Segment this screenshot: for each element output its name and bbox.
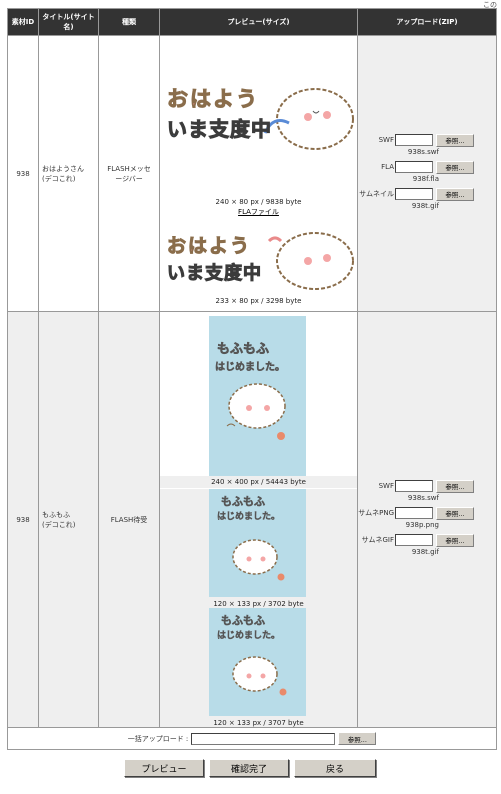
message-bar-image-2 bbox=[267, 231, 354, 290]
back-button[interactable]: 戻る bbox=[294, 759, 376, 777]
upload-filename: 938p.png bbox=[405, 521, 439, 529]
browse-button[interactable]: 参照... bbox=[436, 187, 474, 201]
header-preview: プレビュー(サイズ) bbox=[159, 8, 358, 36]
preview-1-caption: 240 × 80 px / 9838 byte bbox=[215, 197, 302, 206]
message-bar-image bbox=[263, 87, 354, 150]
upload-filename: 938s.swf bbox=[407, 148, 439, 156]
banner2-line-2: いま支度中 bbox=[167, 262, 262, 284]
preview-1-caption: 240 × 400 px / 54443 byte bbox=[211, 477, 306, 486]
wallpaper-thumb-2: もふもふ はじめました。 bbox=[209, 607, 306, 716]
upload-filename: 938s.swf bbox=[407, 494, 439, 502]
confirm-button[interactable]: 確認完了 bbox=[209, 759, 289, 777]
thumb-png-file-input[interactable] bbox=[395, 507, 433, 519]
preview-2-caption: 120 × 133 px / 3702 byte bbox=[213, 599, 304, 608]
browse-button[interactable]: 参照... bbox=[436, 506, 474, 520]
sheep-illustration bbox=[226, 382, 286, 440]
banner-preview-2: おはよう いま支度中 bbox=[165, 231, 355, 293]
material-type: FLASH待受 bbox=[98, 311, 160, 728]
wallpaper-thumb-1: もふもふ はじめました。 bbox=[209, 488, 306, 597]
header-title: タイトル(サイト名) bbox=[38, 8, 99, 36]
banner2-line-1: おはよう bbox=[166, 234, 252, 257]
preview-3-caption: 120 × 133 px / 3707 byte bbox=[213, 718, 304, 727]
preview-cell: おはよう いま支度中 240 × 80 px / 9838 byte FLAファ… bbox=[159, 35, 358, 312]
browse-button[interactable]: 参照... bbox=[436, 160, 474, 174]
material-id: 938 bbox=[7, 311, 39, 728]
header-id: 素材ID bbox=[7, 8, 39, 36]
bulk-upload-label: 一括アップロード : bbox=[127, 734, 189, 743]
upload-filename: 938t.gif bbox=[411, 202, 439, 210]
preview-2-caption: 233 × 80 px / 3298 byte bbox=[215, 296, 302, 305]
browse-button[interactable]: 参照... bbox=[436, 133, 474, 147]
bulk-upload-input[interactable] bbox=[191, 732, 336, 745]
sheep-illustration bbox=[232, 538, 285, 580]
upload-row-thumb: サムネイル 参照... bbox=[358, 187, 474, 201]
upload-filename: 938t.gif bbox=[411, 548, 439, 556]
banner-line-1: おはよう bbox=[167, 86, 259, 111]
thumbnail-file-input[interactable] bbox=[395, 188, 433, 200]
upload-row-png: サムネPNG 参照... bbox=[358, 506, 474, 520]
upload-row-swf: SWF 参照... bbox=[358, 133, 474, 147]
table-header-row: 素材ID タイトル(サイト名) 種類 プレビュー(サイズ) アップロード(ZIP… bbox=[7, 8, 497, 36]
material-title: もふもふ (デコこれ) bbox=[38, 311, 99, 728]
bulk-browse-button[interactable]: 参照... bbox=[338, 732, 377, 745]
upload-row-gif: サムネGIF 参照... bbox=[358, 533, 474, 547]
sheep-illustration bbox=[232, 655, 287, 695]
preview-cell: もふもふ はじめました。 240 × 400 px / 54443 byte bbox=[159, 311, 358, 728]
banner-preview-1: おはよう いま支度中 bbox=[165, 81, 355, 159]
browse-button[interactable]: 参照... bbox=[436, 479, 474, 493]
fla-file-input[interactable] bbox=[395, 161, 433, 173]
browse-button[interactable]: 参照... bbox=[436, 533, 474, 547]
table-row: 938 おはようさん (デコこれ) FLASHメッセージバー bbox=[7, 35, 497, 312]
table-row: 938 もふもふ (デコこれ) FLASH待受 もふもふ はじめました。 bbox=[7, 311, 497, 728]
top-note: この bbox=[483, 1, 497, 9]
wallpaper-preview-large: もふもふ はじめました。 bbox=[209, 315, 306, 476]
preview-button[interactable]: プレビュー bbox=[124, 759, 204, 777]
upload-row-swf: SWF 参照... bbox=[358, 479, 474, 493]
upload-row-fla: FLA 参照... bbox=[358, 160, 474, 174]
header-type: 種類 bbox=[98, 8, 160, 36]
material-title: おはようさん (デコこれ) bbox=[38, 35, 99, 312]
footer-buttons: プレビュー 確認完了 戻る bbox=[124, 759, 376, 777]
swf-file-input[interactable] bbox=[395, 134, 433, 146]
upload-cell: SWF 参照... 938s.swf FLA 参照... 938f.fla サム… bbox=[357, 35, 497, 312]
bulk-upload-row: 一括アップロード : 参照... bbox=[7, 727, 497, 750]
banner-line-2: いま支度中 bbox=[167, 116, 272, 141]
material-type: FLASHメッセージバー bbox=[98, 35, 160, 312]
materials-table: 素材ID タイトル(サイト名) 種類 プレビュー(サイズ) アップロード(ZIP… bbox=[7, 8, 497, 750]
swf-file-input[interactable] bbox=[395, 480, 433, 492]
fla-file-link[interactable]: FLAファイル bbox=[238, 207, 279, 216]
upload-cell: SWF 参照... 938s.swf サムネPNG 参照... 938p.png… bbox=[357, 311, 497, 728]
panel-line-1: もふもふ bbox=[217, 341, 270, 357]
thumb-gif-file-input[interactable] bbox=[395, 534, 433, 546]
header-upload: アップロード(ZIP) bbox=[357, 8, 497, 36]
upload-filename: 938f.fla bbox=[412, 175, 439, 183]
material-id: 938 bbox=[7, 35, 39, 312]
sheep-illustration bbox=[276, 87, 354, 150]
panel-line-2: はじめました。 bbox=[215, 361, 286, 373]
